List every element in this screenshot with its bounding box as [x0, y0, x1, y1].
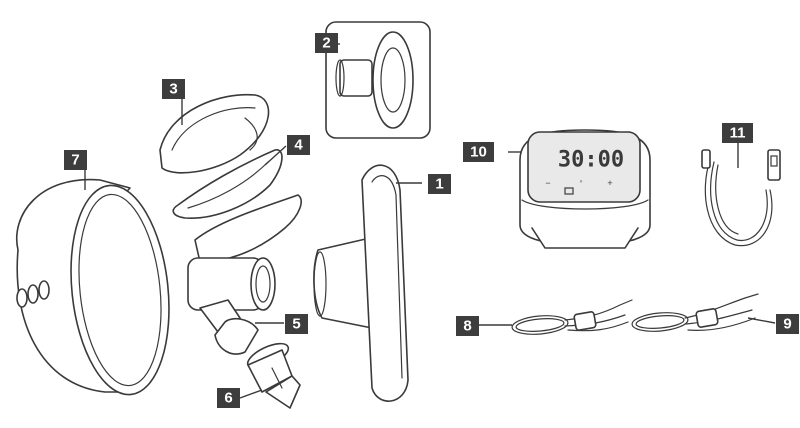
part-label-5: 5: [285, 314, 308, 334]
svg-text:9: 9: [783, 316, 791, 333]
motor-button-plus: +: [607, 178, 612, 188]
leader-lines: [84, 43, 776, 399]
svg-text:5: 5: [292, 316, 300, 333]
part-5-connector: [187, 194, 302, 355]
svg-text:2: 2: [322, 35, 330, 52]
motor-display-time: 30:00: [558, 148, 624, 173]
svg-text:3: 3: [169, 81, 177, 98]
part-7-outer-shell: [16, 178, 170, 396]
part-label-9: 9: [776, 314, 799, 334]
svg-text:4: 4: [294, 137, 303, 154]
part-label-7: 7: [64, 150, 87, 170]
part-11-usb-cable: [701, 149, 781, 247]
part-label-11: 11: [722, 123, 753, 143]
svg-text:8: 8: [463, 318, 471, 335]
part-label-8: 8: [456, 316, 479, 336]
svg-text:11: 11: [730, 125, 746, 142]
part-2-insert: [325, 21, 431, 139]
part-3-diaphragm-cap: [159, 93, 270, 174]
part-8-tubing: [511, 299, 633, 335]
part-label-2: 2: [315, 33, 338, 53]
part-label-10: 10: [463, 142, 494, 162]
part-9-tubing: [631, 293, 759, 332]
svg-text:10: 10: [470, 144, 487, 161]
motor-button-minus: −: [545, 178, 550, 188]
shell-vent-holes: [16, 280, 50, 308]
part-10-motor-unit: 30:00 − ◦ +: [519, 129, 651, 249]
motor-indicator-icon: [564, 187, 574, 195]
part-label-4: 4: [287, 135, 310, 155]
part-1-flange: [313, 164, 409, 402]
part-label-3: 3: [162, 79, 185, 99]
svg-text:1: 1: [435, 176, 443, 193]
svg-text:6: 6: [224, 390, 232, 407]
part-label-6: 6: [217, 388, 240, 408]
svg-text:7: 7: [71, 152, 79, 169]
part-label-1: 1: [428, 174, 451, 194]
motor-button-mode: ◦: [579, 176, 582, 186]
part-4-diaphragm: [172, 149, 283, 219]
part-6-valve: [246, 342, 301, 409]
